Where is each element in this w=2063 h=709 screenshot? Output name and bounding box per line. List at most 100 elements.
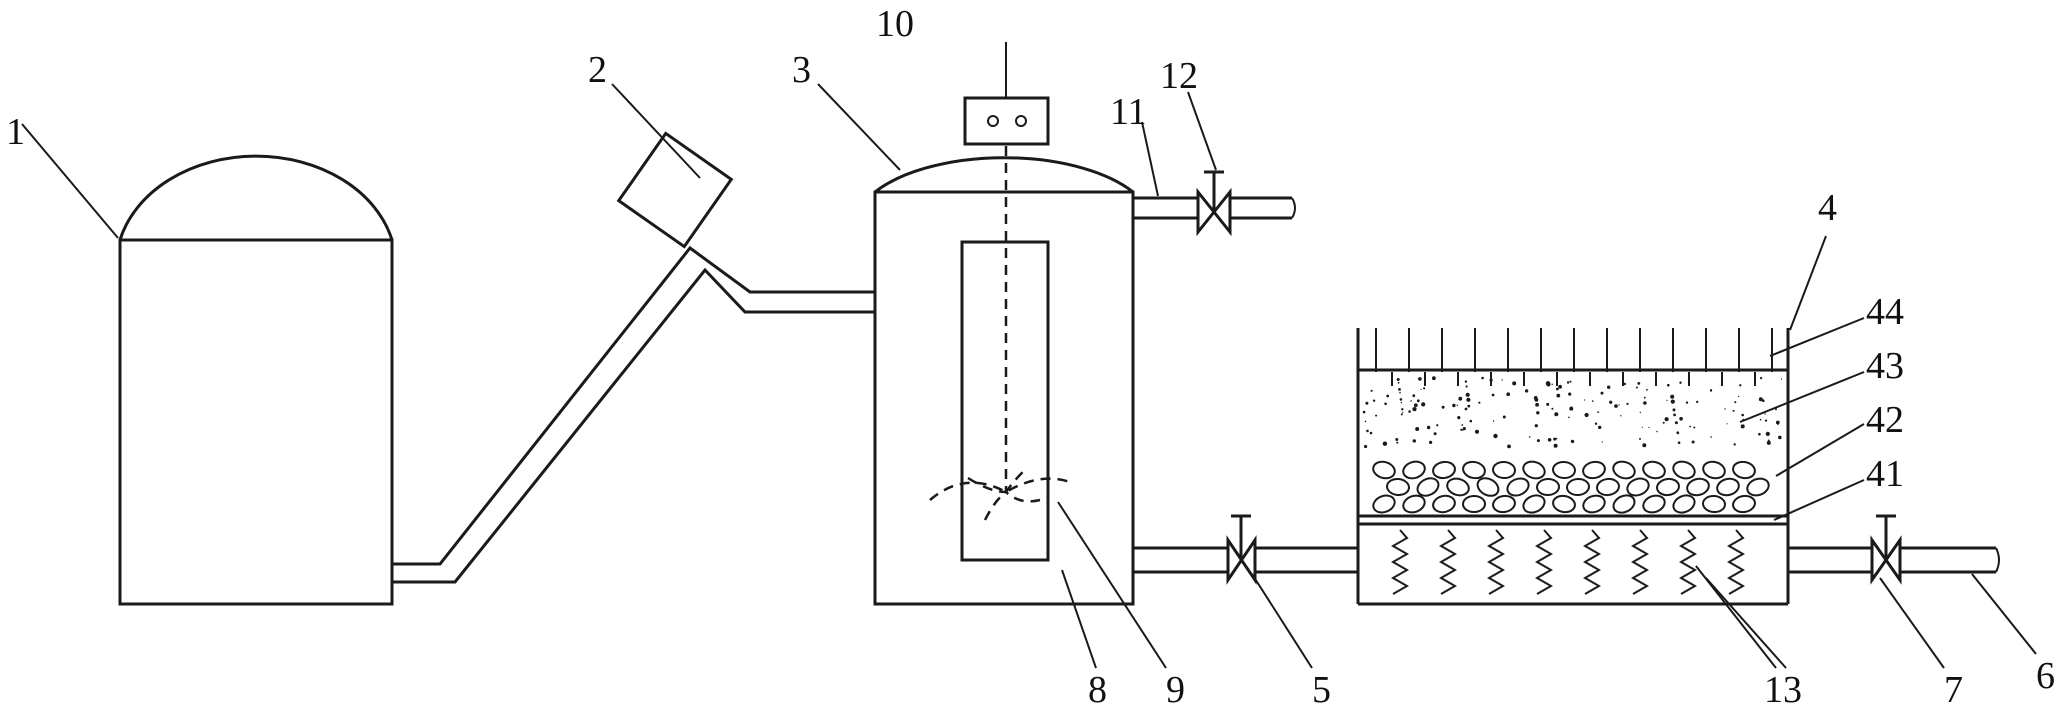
sand-grain [1601, 441, 1603, 443]
spring [1534, 529, 1554, 595]
sand-grain [1609, 400, 1613, 404]
sand-grain [1667, 383, 1670, 387]
label-42: 42 [1866, 399, 1904, 441]
sand-grain [1491, 393, 1495, 397]
tank-1 [118, 154, 394, 606]
spring [1390, 529, 1410, 595]
sand-grain [1741, 413, 1744, 417]
sand-grain [1421, 402, 1426, 407]
sand-grain [1412, 394, 1416, 398]
gravel-stone [1446, 477, 1470, 497]
sand-grain [1760, 377, 1763, 380]
sand-grain [1597, 411, 1600, 413]
stirrer-9 [929, 469, 1071, 521]
gravel-stone [1522, 494, 1546, 514]
sand-grain [1766, 440, 1771, 445]
gravel-stone [1642, 460, 1666, 480]
sand-grain [1556, 387, 1559, 391]
sand-grain [1738, 395, 1740, 398]
sand-grain [1478, 401, 1481, 404]
sand-grain [1778, 435, 1782, 440]
component-2-box [616, 131, 734, 249]
sand-grain [1620, 415, 1622, 417]
sand-grain [1415, 427, 1420, 431]
sand-grain [1679, 417, 1683, 421]
outlet-pipe-6 [1788, 546, 2000, 574]
sand-grain [1364, 420, 1367, 423]
motor-10 [963, 96, 1050, 146]
label-41: 41 [1866, 453, 1904, 495]
sand-grain [1384, 402, 1387, 406]
sand-grain [1546, 402, 1550, 406]
sand-grain [1458, 397, 1461, 401]
gravel-stone [1402, 460, 1426, 480]
sand-grain [1618, 404, 1620, 406]
sand-grain [1464, 407, 1468, 411]
sand-grain [1740, 424, 1745, 429]
sand-grain [1481, 376, 1484, 380]
gravel-stone [1536, 477, 1560, 497]
spring [1486, 529, 1506, 595]
sand-grain [1672, 408, 1676, 412]
sand-grain [1643, 401, 1647, 405]
sand-grain [1566, 381, 1570, 384]
sand-grain [1512, 381, 1517, 386]
sand-grain [1547, 438, 1552, 442]
sand-grain [1396, 441, 1399, 444]
sand-grain [1456, 404, 1459, 406]
sand-grain [1614, 404, 1618, 408]
label-5: 5 [1312, 669, 1331, 709]
spring [1630, 529, 1650, 595]
layer-44-tubes [1375, 328, 1789, 386]
gravel-stone [1462, 494, 1486, 514]
gravel-stone [1372, 460, 1396, 480]
sand-grain [1528, 436, 1531, 438]
gravel-stone [1596, 477, 1620, 497]
label-9: 9 [1166, 669, 1185, 709]
sand-grain [1416, 399, 1420, 403]
spring [1678, 529, 1698, 595]
sand-grain [1370, 389, 1373, 392]
sand-grain [1400, 413, 1403, 416]
gravel-stone [1582, 460, 1606, 480]
label-11: 11 [1110, 91, 1147, 133]
valve-7 [1870, 514, 1902, 585]
sand-grain [1643, 396, 1646, 399]
sand-grain [1506, 392, 1510, 397]
sand-grain [1396, 378, 1400, 381]
gravel-stone [1402, 494, 1426, 514]
sand-grain [1436, 424, 1439, 427]
sand-grain [1623, 382, 1627, 386]
sand-grain [1639, 411, 1642, 414]
sand-grain [1452, 403, 1456, 408]
sand-grain [1460, 428, 1463, 431]
sand-grain [1413, 403, 1418, 408]
sand-grain [1764, 419, 1768, 422]
sand-grain [1466, 397, 1471, 402]
sand-grain [1556, 393, 1561, 398]
sand-grain [1536, 439, 1540, 443]
sand-grain [1568, 416, 1570, 419]
sand-grain [1461, 424, 1464, 426]
spring [1438, 529, 1458, 595]
sand-grain [1732, 409, 1735, 412]
gravel-stone [1506, 477, 1530, 497]
sand-grain [1568, 392, 1572, 396]
layer-43-sand [1362, 376, 1782, 449]
sand-grain [1637, 382, 1641, 385]
sand-grain [1400, 402, 1403, 404]
sand-grain [1493, 433, 1498, 439]
sand-grain [1426, 425, 1431, 430]
gravel-stone [1566, 477, 1590, 497]
sand-grain [1758, 397, 1763, 402]
sand-grain [1501, 379, 1503, 381]
sand-grain [1399, 391, 1401, 394]
inner-tube-8 [960, 240, 1050, 562]
sand-grain [1584, 412, 1589, 418]
sand-grain [1423, 387, 1426, 390]
gravel-stone [1642, 494, 1666, 514]
gravel-stone [1626, 477, 1650, 497]
sand-grain [1666, 399, 1668, 401]
sand-grain [1465, 385, 1468, 388]
